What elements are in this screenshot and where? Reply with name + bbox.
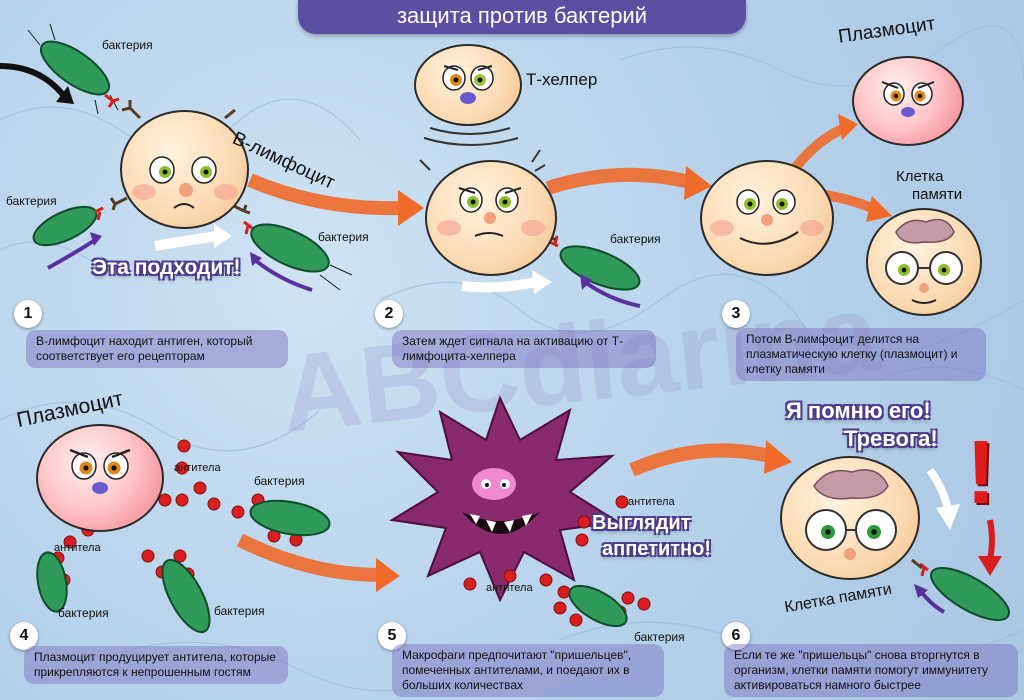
page-title: защита против бактерий — [298, 0, 746, 34]
remember-exclamation-2: Тревога! — [844, 426, 938, 451]
bacteria-label-5: бактерия — [634, 630, 685, 644]
appetizing-exclamation-2: аппетитно! — [602, 538, 711, 560]
bacteria-label-2: бактерия — [610, 232, 661, 246]
step-6-number: 6 — [722, 622, 750, 650]
plasmocyte-cell-bottom — [36, 424, 164, 532]
step-3-caption: Потом В-лимфоцит делится на плазматическ… — [736, 328, 986, 381]
alert-mark: ! — [966, 423, 996, 523]
memory-cell-label-top-2: памяти — [912, 186, 963, 203]
bacteria-label-1c: бактерия — [318, 230, 369, 244]
memory-cell-label-top-1: Клетка — [896, 168, 944, 185]
step-2-number: 2 — [375, 300, 403, 328]
step-2-caption: Затем ждет сигнала на активацию от Т-лим… — [392, 330, 656, 368]
antibodies-label-5a: антитела — [628, 496, 675, 508]
appetizing-exclamation-1: Выглядит — [592, 512, 691, 534]
step-5-caption: Макрофаги предпочитают "пришельцев", пом… — [392, 644, 664, 697]
t-helper-label: Т-хелпер — [526, 70, 598, 89]
t-helper-cell — [414, 44, 522, 126]
bacteria-label-4a: бактерия — [254, 474, 305, 488]
antibodies-label-5b: антитела — [486, 582, 533, 594]
bacteria-label-1b: бактерия — [6, 194, 57, 208]
step-5-number: 5 — [378, 622, 406, 650]
step-4-number: 4 — [10, 622, 38, 650]
bacteria-label-1a: бактерия — [102, 38, 153, 52]
memory-cell-top — [866, 208, 982, 316]
step-3-number: 3 — [722, 300, 750, 328]
plasmocyte-cell-top — [852, 56, 964, 146]
step-6-caption: Если те же "пришельцы" снова вторгнутся … — [724, 644, 1018, 697]
step-4-caption: Плазмоцит продуцирует антитела, которые … — [24, 646, 288, 684]
bacteria-label-4b: бактерия — [58, 606, 109, 620]
antibodies-label-4b: антитела — [54, 542, 101, 554]
memory-cell-bottom — [780, 456, 920, 580]
b-lymphocyte-cell — [120, 110, 249, 229]
step-1-number: 1 — [14, 300, 42, 328]
b-lymphocyte-dividing-cell — [700, 160, 834, 276]
bacteria-label-4c: бактерия — [214, 604, 265, 618]
fits-exclamation: Эта подходит! — [92, 256, 241, 279]
step-1-caption: В-лимфоцит находит антиген, который соот… — [26, 330, 288, 368]
b-lymphocyte-waiting-cell — [425, 160, 557, 276]
antibodies-label-4a: антитела — [174, 462, 221, 474]
remember-exclamation-1: Я помню его! — [786, 398, 931, 423]
